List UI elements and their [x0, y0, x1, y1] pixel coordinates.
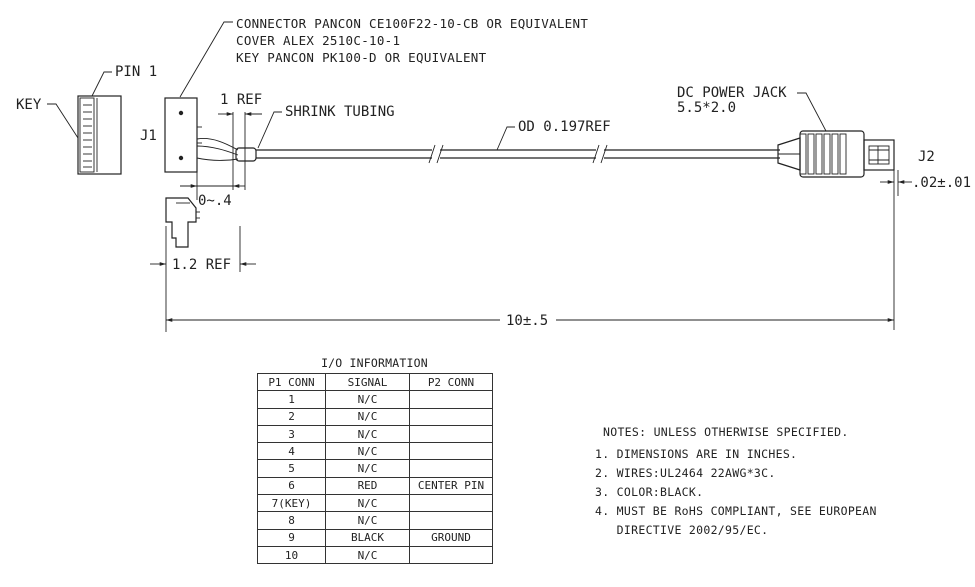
notes-header: NOTES: UNLESS OTHERWISE SPECIFIED. — [603, 425, 849, 439]
io-table-title: I/O INFORMATION — [321, 356, 428, 370]
io-p1-cell: 4 — [257, 442, 326, 461]
note-item: 4. MUST BE RoHS COMPLIANT, SEE EUROPEAN — [595, 504, 877, 518]
pin1-leader — [91, 71, 112, 97]
dc-power-jack — [777, 130, 895, 178]
io-p1-cell: 6 — [257, 476, 326, 496]
io-header-p2: P2 CONN — [409, 372, 493, 392]
note-item: DIRECTIVE 2002/95/EC. — [595, 523, 769, 537]
connector-note-line3: KEY PANCON PK100-D OR EQUIVALENT — [236, 50, 487, 65]
note-item: 1. DIMENSIONS ARE IN INCHES. — [595, 447, 798, 461]
io-p2-cell — [409, 424, 493, 444]
io-p2-cell — [409, 390, 493, 409]
shrink-tubing-leader — [257, 111, 282, 149]
io-p2-cell: CENTER PIN — [409, 476, 493, 496]
io-p1-cell: 8 — [257, 511, 326, 530]
io-p1-cell: 7(KEY) — [257, 494, 326, 513]
connector-note-line1: CONNECTOR PANCON CE100F22-10-CB OR EQUIV… — [236, 16, 588, 31]
io-p1-cell: 3 — [257, 424, 326, 444]
io-signal-cell: N/C — [325, 511, 410, 530]
io-p2-cell — [409, 442, 493, 461]
notes-block: NOTES: UNLESS OTHERWISE SPECIFIED. 1. DI… — [595, 425, 877, 540]
io-p2-cell — [409, 494, 493, 513]
io-signal-cell: N/C — [325, 407, 410, 426]
io-p2-cell — [409, 407, 493, 426]
io-signal-cell: N/C — [325, 442, 410, 461]
note-item: 3. COLOR:BLACK. — [595, 485, 704, 499]
io-table-header-row: P1 CONN SIGNAL P2 CONN — [257, 372, 493, 392]
io-signal-cell: N/C — [325, 494, 410, 513]
io-p2-cell — [409, 545, 493, 565]
pin1-label: PIN 1 — [115, 64, 157, 80]
dc-jack-leader — [797, 92, 827, 132]
j1-connector — [164, 97, 202, 173]
io-p1-cell: 1 — [257, 390, 326, 409]
wire-3 — [196, 157, 239, 161]
io-p1-cell: 5 — [257, 459, 326, 478]
length-label: 10±.5 — [506, 313, 548, 329]
note-item: 2. WIRES:UL2464 22AWG*3C. — [595, 466, 776, 480]
io-signal-cell: RED — [325, 476, 410, 496]
io-p2-cell — [409, 511, 493, 530]
j1-side-profile — [165, 197, 200, 248]
io-header-p1: P1 CONN — [257, 372, 326, 392]
io-signal-cell: BLACK — [325, 528, 410, 547]
j1-label: J1 — [140, 128, 157, 144]
io-p1-cell: 9 — [257, 528, 326, 547]
io-signal-cell: N/C — [325, 390, 410, 409]
io-signal-cell: N/C — [325, 545, 410, 565]
one-two-ref-label: 1.2 REF — [172, 257, 231, 273]
io-p1-cell: 2 — [257, 407, 326, 426]
dc-jack-label-line1: DC POWER JACK — [677, 85, 787, 101]
connector-note-leader — [179, 21, 233, 98]
io-signal-cell: N/C — [325, 424, 410, 444]
one-ref-label: 1 REF — [220, 92, 262, 108]
io-p2-cell — [409, 459, 493, 478]
j2-label: J2 — [918, 149, 935, 165]
od-label: OD 0.197REF — [518, 119, 611, 135]
key-leader — [47, 103, 79, 139]
shrink-tubing — [235, 147, 257, 162]
key-label: KEY — [16, 97, 42, 113]
io-p1-cell: 10 — [257, 545, 326, 565]
io-header-signal: SIGNAL — [325, 372, 410, 392]
zero-to-04-label: 0~.4 — [198, 193, 232, 209]
shrink-tubing-label: SHRINK TUBING — [285, 104, 395, 120]
pin-tolerance-label: .02±.01 — [912, 175, 971, 191]
dc-jack-label-line2: 5.5*2.0 — [677, 100, 736, 116]
io-p2-cell: GROUND — [409, 528, 493, 547]
cable — [256, 144, 780, 164]
od-leader — [496, 126, 515, 151]
io-signal-cell: N/C — [325, 459, 410, 478]
wire-2 — [196, 145, 239, 156]
connector-key-view — [77, 95, 122, 175]
table-row: 7(KEY)N/C — [257, 494, 493, 513]
connector-note-line2: COVER ALEX 2510C-10-1 — [236, 33, 400, 48]
